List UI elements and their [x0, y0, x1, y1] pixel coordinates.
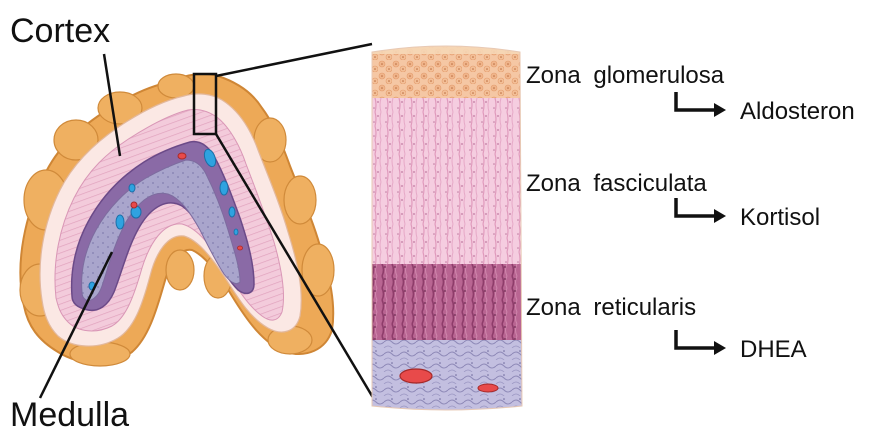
zone-glomerulosa-label: Zona glomerulosa: [526, 62, 724, 90]
arrow-aldosteron-icon: [670, 90, 730, 120]
adrenal-gland-cross-section: [20, 74, 334, 366]
vessel-red-small: [478, 384, 498, 392]
hormone-kortisol: Kortisol: [740, 204, 820, 232]
zone-reticularis-label: Zona reticularis: [526, 294, 696, 322]
zoom-line-top: [216, 44, 372, 76]
hormone-dhea: DHEA: [740, 336, 807, 364]
vessel-red-large: [400, 369, 432, 383]
arrow-dhea-icon: [670, 328, 730, 358]
zone-fasciculata-label: Zona fasciculata: [526, 170, 707, 198]
medulla-label: Medulla: [10, 396, 129, 435]
tissue-section-magnified: [370, 40, 526, 420]
arrow-kortisol-icon: [670, 196, 730, 226]
cortex-label: Cortex: [10, 12, 110, 51]
hormone-aldosteron: Aldosteron: [740, 98, 855, 126]
zona-fasciculata-tissue: [370, 98, 526, 264]
zona-reticularis-tissue: [370, 264, 526, 340]
